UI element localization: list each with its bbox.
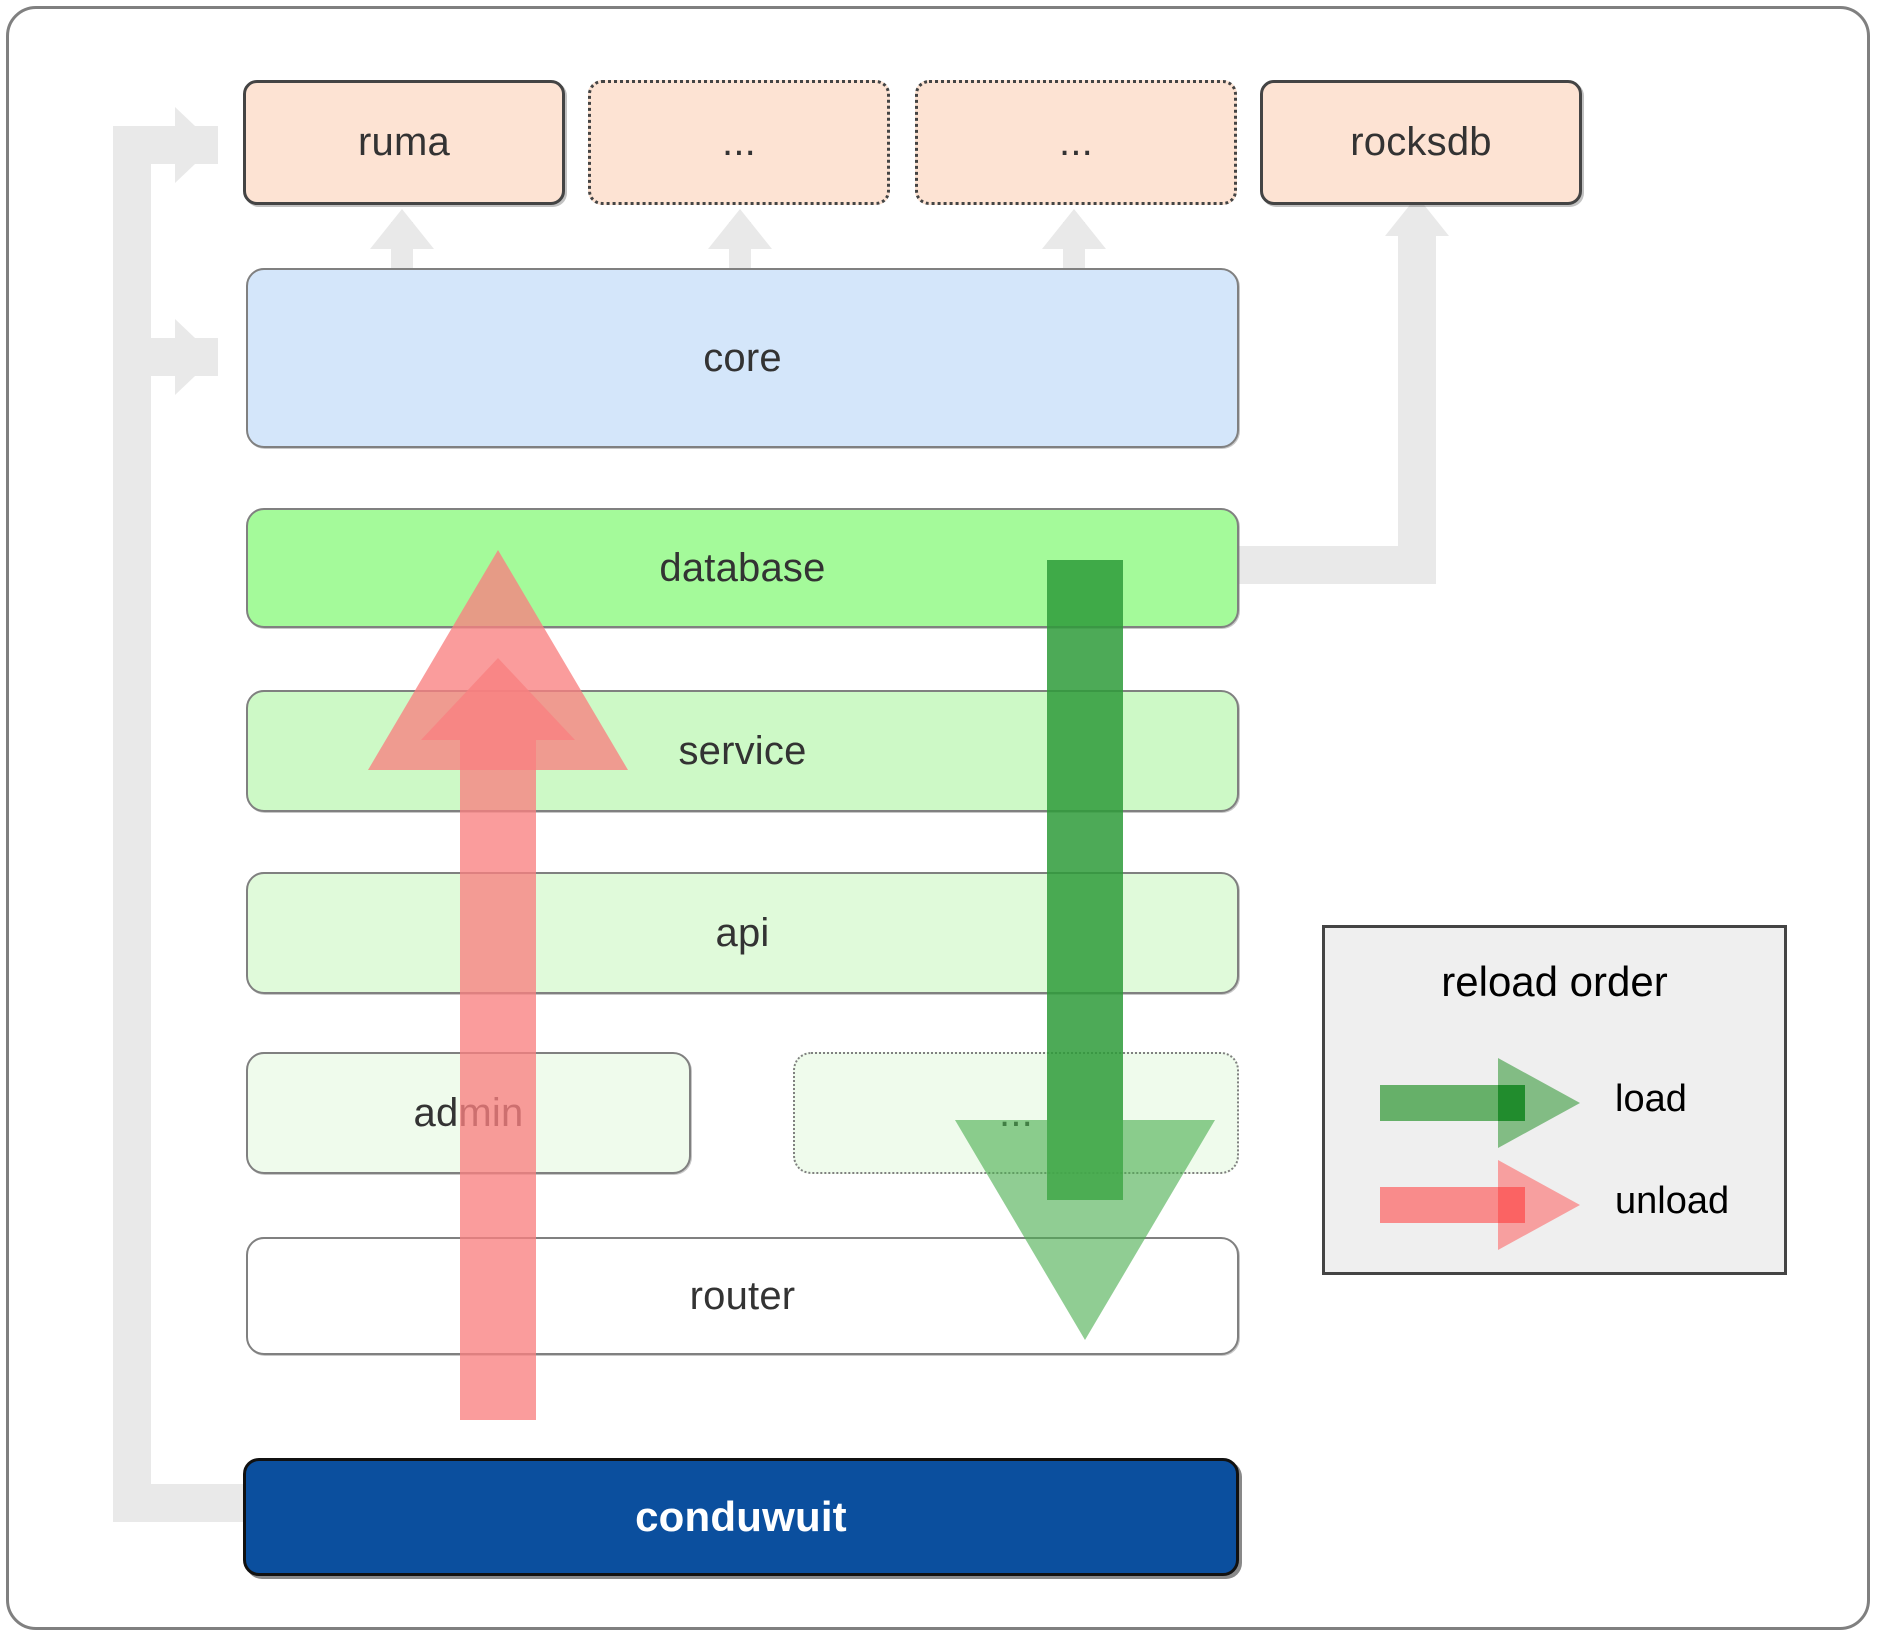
dependency-box-ruma[interactable]: ruma xyxy=(243,80,565,205)
dependency-label-2: ... xyxy=(722,120,756,164)
layer-label-router: router xyxy=(689,1273,796,1318)
root-label-conduwuit: conduwuit xyxy=(635,1493,847,1540)
connector-to-core-arrowhead xyxy=(175,319,215,395)
layer-box-ellipsis[interactable]: ... xyxy=(793,1052,1239,1174)
layer-box-database[interactable]: database xyxy=(246,508,1239,628)
layer-box-admin[interactable]: admin xyxy=(246,1052,691,1174)
layer-box-service[interactable]: service xyxy=(246,690,1239,812)
legend-load-arrow-icon xyxy=(1380,1058,1580,1148)
connector-left-trunk xyxy=(113,126,151,1522)
layer-label-admin: admin xyxy=(413,1090,524,1135)
dependency-label-ruma: ruma xyxy=(358,120,450,164)
layer-box-api[interactable]: api xyxy=(246,872,1239,994)
layer-box-core[interactable]: core xyxy=(246,268,1239,448)
legend-label-unload: unload xyxy=(1615,1180,1730,1222)
dependency-box-rocksdb[interactable]: rocksdb xyxy=(1260,80,1582,205)
connector-core-to-ruma-arrowhead xyxy=(370,209,434,249)
layer-label-ellipsis: ... xyxy=(999,1090,1033,1135)
root-box-conduwuit[interactable]: conduwuit xyxy=(243,1458,1239,1576)
connector-to-conduwuit xyxy=(113,1484,243,1522)
dependency-label-rocksdb: rocksdb xyxy=(1350,120,1492,164)
layer-label-database: database xyxy=(659,545,826,590)
connector-database-to-rocksdb-horizontal xyxy=(1228,546,1408,584)
connector-to-ruma-arrowhead xyxy=(175,107,215,183)
connector-core-to-dep2-arrowhead xyxy=(708,209,772,249)
legend-title: reload order xyxy=(1441,958,1668,1005)
legend-label-load: load xyxy=(1615,1078,1687,1120)
diagram-frame xyxy=(6,6,1870,1630)
dependency-box-2[interactable]: ... xyxy=(588,80,890,205)
layer-box-router[interactable]: router xyxy=(246,1237,1239,1355)
layer-label-core: core xyxy=(703,335,782,380)
dependency-label-3: ... xyxy=(1059,120,1093,164)
connector-core-to-dep3-arrowhead xyxy=(1042,209,1106,249)
legend-unload-arrow-icon xyxy=(1380,1160,1580,1250)
dependency-box-3[interactable]: ... xyxy=(915,80,1237,205)
layer-label-api: api xyxy=(715,910,770,955)
connector-database-to-rocksdb-vertical xyxy=(1398,232,1436,584)
legend-panel: reload order load unload xyxy=(1322,925,1787,1275)
layer-label-service: service xyxy=(678,728,807,773)
